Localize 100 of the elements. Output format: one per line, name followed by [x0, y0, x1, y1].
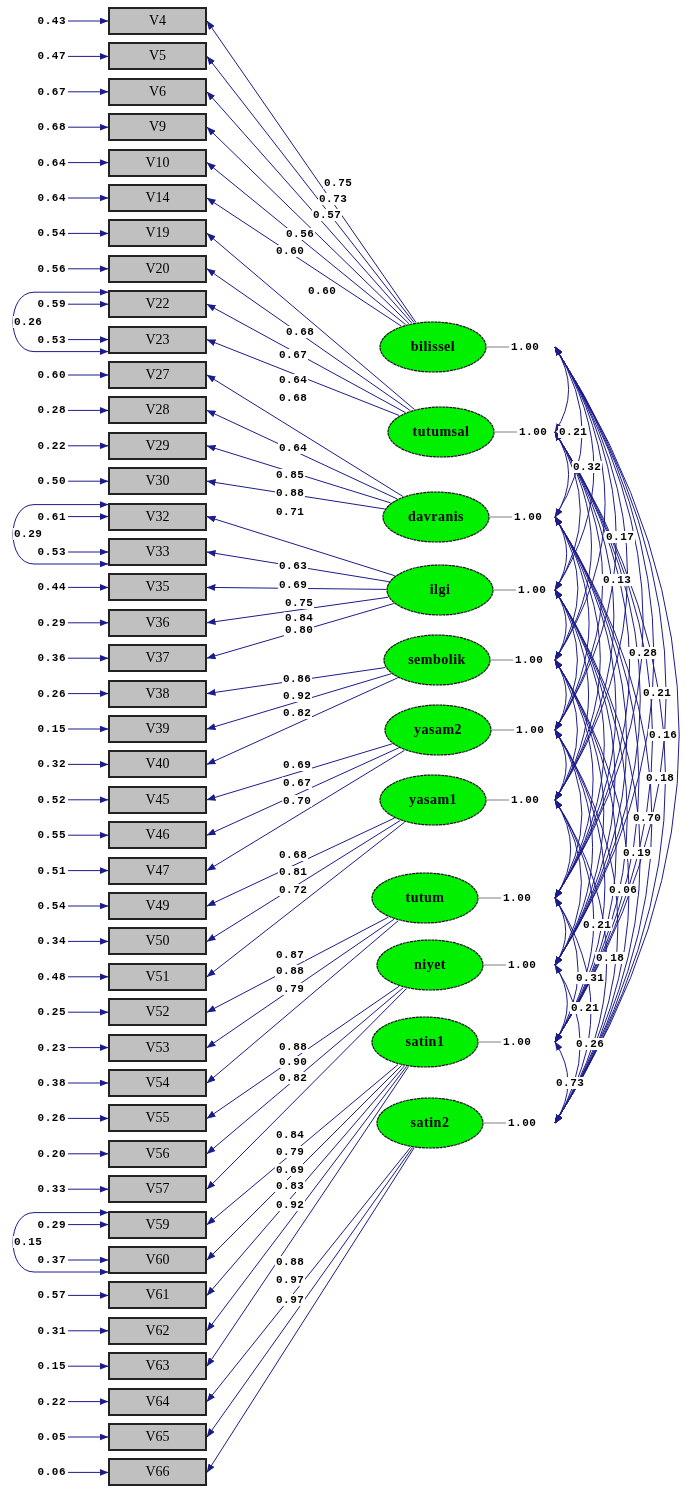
observed-variable-box: V39: [108, 715, 207, 743]
loading-arrow: [206, 987, 404, 1155]
error-arrow: [67, 159, 109, 167]
variance-value: 1.00: [511, 341, 540, 353]
loading-arrow: [206, 918, 395, 1049]
edge-label: 0.97: [275, 1294, 306, 1306]
error-variance-value: 0.15: [37, 723, 66, 735]
latent-variable-ellipse: satin1: [371, 1016, 479, 1068]
error-variance-value: 0.54: [37, 900, 66, 912]
edge-label: 0.71: [275, 506, 306, 518]
observed-variable-box: V33: [108, 538, 207, 566]
observed-variable-box: V35: [108, 573, 207, 602]
covariance-arrow: [12, 501, 109, 568]
observed-variable-box: V38: [108, 679, 207, 708]
loading-arrow: [206, 303, 406, 413]
observed-variable-box: V23: [108, 325, 207, 354]
edge-label: 0.73: [318, 193, 349, 205]
latent-variable-ellipse: yasam2: [384, 704, 492, 756]
loading-arrow: [206, 339, 400, 416]
error-variance-value: 0.64: [37, 156, 66, 169]
error-variance-value: 0.25: [37, 1006, 66, 1019]
error-variance-value: 0.52: [37, 793, 66, 806]
error-variance-value: 0.64: [37, 192, 66, 204]
observed-variable-box: V22: [108, 290, 207, 319]
observed-variable-box: V57: [108, 1175, 207, 1204]
observed-variable-box: V32: [108, 502, 207, 531]
loading-arrow: [206, 985, 400, 1119]
error-variance-value: 0.38: [37, 1077, 66, 1089]
error-variance-value: 0.34: [37, 935, 66, 948]
error-variance-value: 0.68: [37, 121, 66, 134]
edge-label: 0.68: [278, 849, 309, 861]
variance-value: 1.00: [511, 794, 540, 806]
loading-arrow: [206, 673, 392, 730]
edge-label: 0.57: [312, 209, 343, 221]
error-arrow: [67, 1468, 109, 1476]
error-variance-value: 0.51: [37, 864, 66, 877]
latent-variable-ellipse: tutumsal: [387, 406, 495, 458]
loading-arrow: [206, 820, 401, 942]
observed-variable-box: V47: [108, 856, 207, 885]
edge-label: 0.26: [13, 315, 44, 328]
error-arrow: [67, 548, 109, 556]
edge-label: 0.81: [278, 866, 309, 878]
error-arrow: [67, 442, 109, 450]
loading-arrow: [206, 916, 389, 1013]
error-arrow: [67, 52, 109, 60]
latent-variable-ellipse: yasam1: [379, 774, 487, 826]
observed-variable-box: V63: [108, 1352, 207, 1381]
variance-value: 1.00: [503, 892, 532, 904]
observed-variable-box: V50: [108, 927, 207, 956]
observed-variable-box: V61: [108, 1281, 207, 1310]
error-arrow: [67, 583, 109, 591]
loading-arrow: [206, 374, 404, 497]
error-arrow: [67, 831, 109, 839]
error-variance-value: 0.28: [37, 404, 66, 417]
loading-arrow: [206, 197, 402, 327]
variance-value: 1.00: [508, 1117, 537, 1129]
error-variance-value: 0.22: [37, 1395, 66, 1408]
correlation-value: 0.21: [558, 426, 589, 438]
loading-arrow: [206, 821, 406, 978]
observed-variable-box: V49: [108, 892, 207, 920]
error-variance-value: 0.36: [37, 652, 66, 665]
edge-label: 0.87: [275, 949, 306, 961]
error-arrow: [67, 88, 109, 96]
edge-label: 0.79: [275, 1146, 306, 1158]
loading-arrow: [206, 445, 392, 504]
observed-variable-box: V28: [108, 396, 207, 425]
error-variance-value: 0.50: [37, 475, 66, 488]
latent-variable-ellipse: ilgi: [386, 564, 494, 616]
edge-label: 0.67: [282, 777, 313, 789]
correlation-value: 0.28: [628, 647, 659, 659]
error-variance-value: 0.06: [37, 1466, 66, 1479]
loading-arrow: [206, 1064, 399, 1226]
error-variance-value: 0.56: [37, 262, 66, 275]
error-arrow: [67, 194, 109, 202]
latent-variable-ellipse: bilissel: [379, 321, 487, 373]
edge-label: 0.88: [275, 487, 306, 499]
error-variance-value: 0.57: [37, 1289, 66, 1302]
error-variance-value: 0.67: [37, 85, 66, 98]
variance-value: 1.00: [508, 959, 537, 971]
covariance-arrow: [12, 288, 109, 356]
observed-variable-box: V64: [108, 1387, 207, 1416]
edge-label: 0.86: [282, 673, 313, 685]
edge-label: 0.64: [278, 374, 309, 386]
correlation-value: 0.06: [608, 884, 639, 896]
error-arrow: [67, 1398, 109, 1406]
edge-label: 0.82: [278, 1072, 309, 1084]
loading-arrow: [206, 268, 411, 412]
observed-variable-box: V29: [108, 431, 207, 460]
variance-value: 1.00: [503, 1036, 532, 1048]
error-arrow: [67, 1221, 109, 1229]
error-variance-value: 0.22: [37, 439, 66, 452]
edge-label: 0.69: [278, 579, 309, 591]
error-arrow: [67, 1185, 109, 1193]
error-variance-value: 0.31: [37, 1324, 66, 1337]
error-arrow: [67, 336, 109, 344]
observed-variable-box: V60: [108, 1246, 207, 1274]
edge-label: 0.72: [278, 884, 309, 896]
error-variance-value: 0.48: [37, 970, 66, 983]
observed-variable-box: V27: [108, 361, 207, 389]
error-arrow: [67, 1008, 109, 1016]
